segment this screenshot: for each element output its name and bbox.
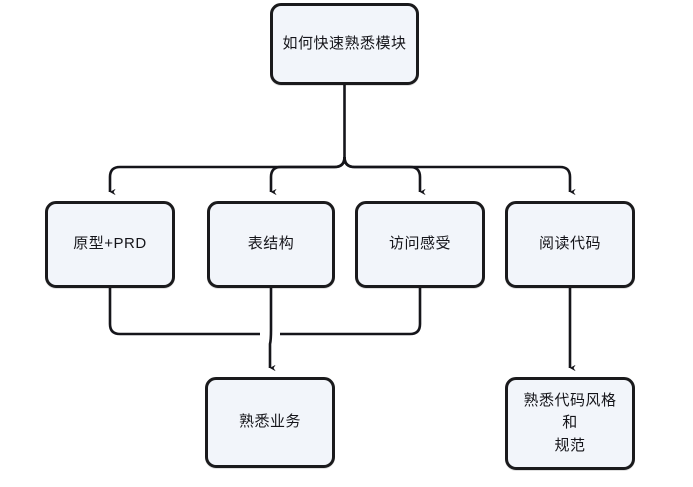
node-schema[interactable]: 表结构: [207, 201, 335, 288]
node-access[interactable]: 访问感受: [355, 201, 485, 288]
node-codestyle-label: 熟悉代码风格和 规范: [523, 391, 617, 454]
node-access-label: 访问感受: [388, 235, 451, 253]
edge-root-to-prototype: [108, 156, 346, 196]
edge-prototype-to-business: [108, 288, 260, 336]
node-readcode-label: 阅读代码: [538, 235, 601, 253]
edge-root-to-access: [343, 156, 426, 196]
node-codestyle[interactable]: 熟悉代码风格和 规范: [505, 377, 635, 470]
edge-access-to-business: [280, 288, 422, 336]
node-readcode[interactable]: 阅读代码: [505, 201, 635, 288]
node-prototype[interactable]: 原型+PRD: [45, 201, 175, 288]
edge-root-to-schema: [269, 156, 346, 196]
node-business[interactable]: 熟悉业务: [205, 377, 335, 468]
node-prototype-label: 原型+PRD: [73, 235, 147, 253]
node-schema-label: 表结构: [247, 235, 295, 253]
node-root[interactable]: 如何快速熟悉模块: [270, 3, 419, 85]
edge-schema-to-business: [268, 288, 276, 372]
node-business-label: 熟悉业务: [238, 413, 301, 431]
edge-root-to-readcode: [343, 156, 576, 196]
node-root-label: 如何快速熟悉模块: [282, 34, 407, 52]
